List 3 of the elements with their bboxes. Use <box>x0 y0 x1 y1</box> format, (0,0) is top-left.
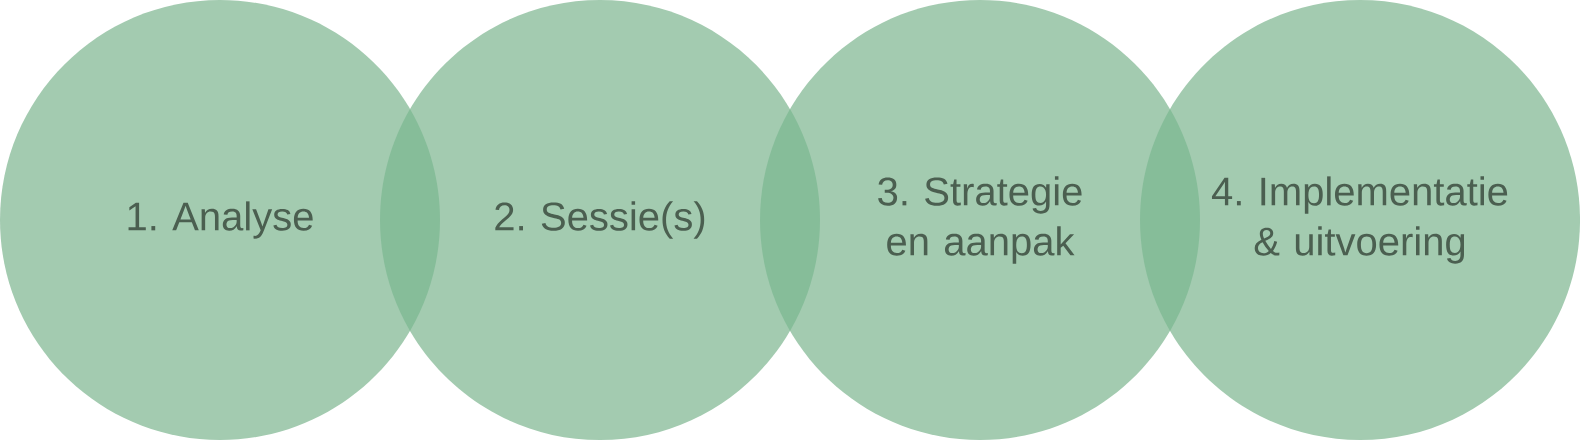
node-label: 2. Sessie(s) <box>495 201 705 239</box>
node-label: 3. Strategie en aanpak <box>878 176 1082 264</box>
node-label: 4. Implementatie & uitvoering <box>1211 176 1508 264</box>
